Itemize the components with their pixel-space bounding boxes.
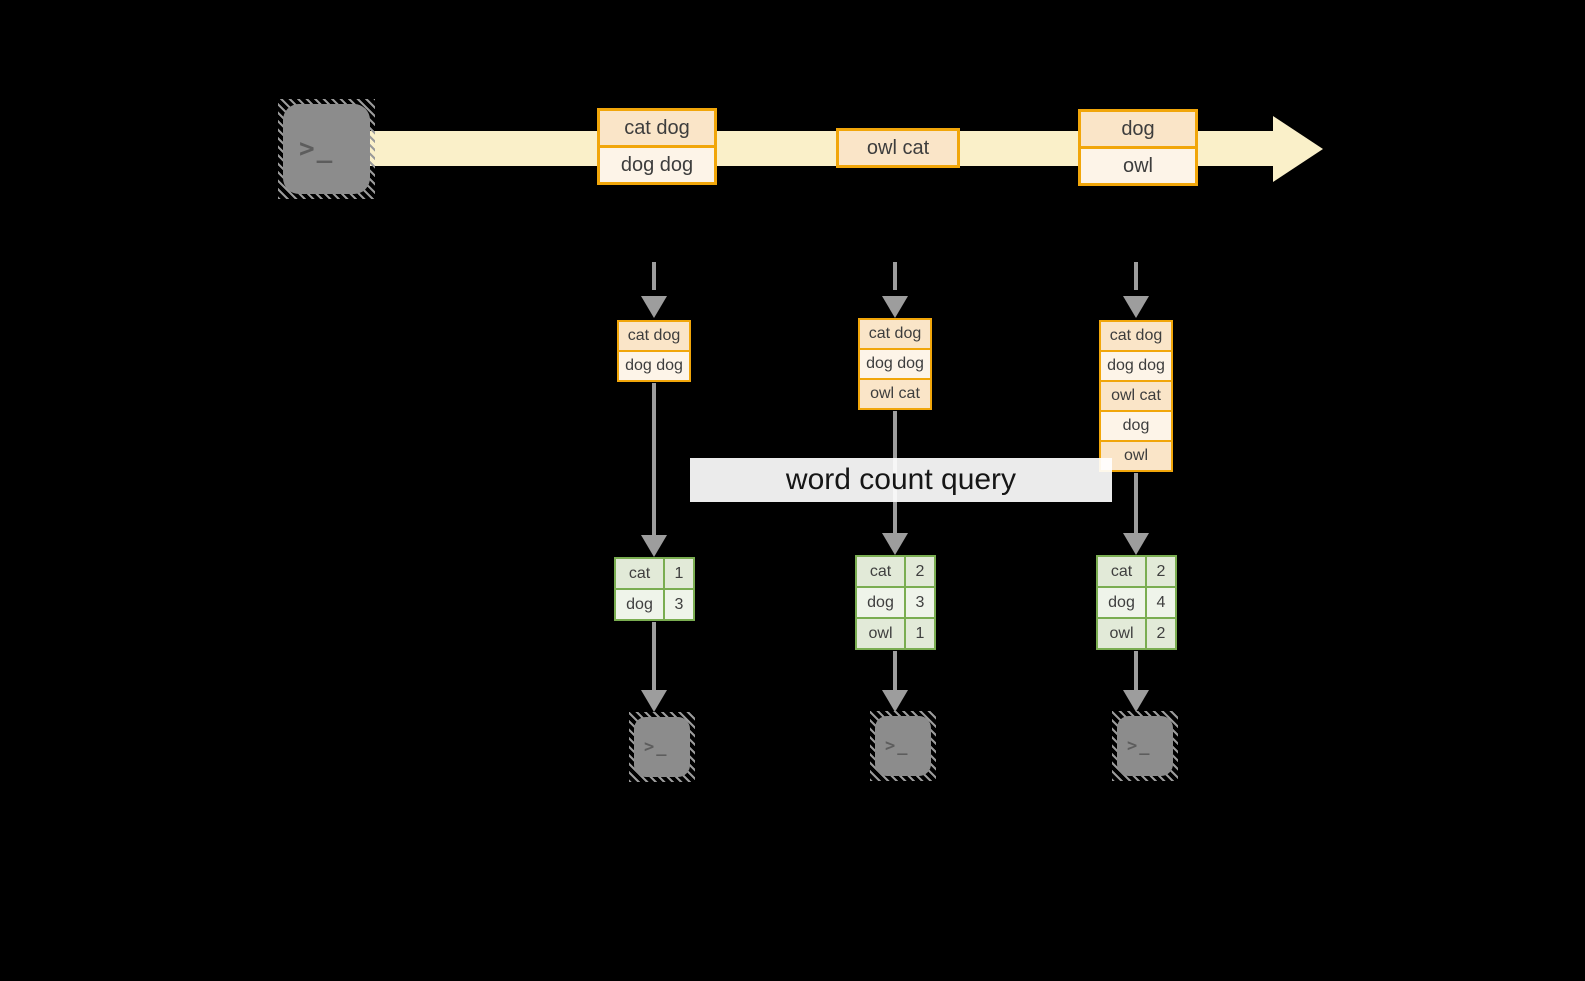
event-record: owl cat: [839, 131, 957, 165]
query-label-text: word count query: [785, 463, 1017, 496]
count-word: dog: [1098, 588, 1147, 617]
query-arrow-line: [1134, 473, 1138, 533]
state-record: cat dog: [860, 320, 930, 348]
sink-terminal-icon-3: >_: [1112, 711, 1178, 781]
terminal-prompt-glyph: >_: [1127, 736, 1152, 756]
state-record: cat dog: [619, 322, 689, 350]
count-row: dog 3: [857, 586, 934, 617]
state-record: owl cat: [860, 378, 930, 408]
query-arrow-head-icon: [641, 535, 667, 557]
terminal-icon: >_: [1117, 716, 1173, 776]
count-table-3: cat 2 dog 4 owl 2: [1096, 555, 1177, 650]
sink-terminal-icon-2: >_: [870, 711, 936, 781]
event-record: dog dog: [600, 145, 714, 182]
count-row: cat 1: [616, 559, 693, 588]
stream-event-batch-3: dog owl: [1078, 109, 1198, 186]
count-row: dog 3: [616, 588, 693, 619]
count-value: 2: [906, 557, 934, 586]
terminal-prompt-glyph: >_: [644, 737, 669, 757]
count-row: cat 2: [857, 557, 934, 586]
stream-event-batch-1: cat dog dog dog: [597, 108, 717, 185]
terminal-prompt-glyph: >_: [299, 134, 335, 164]
count-word: cat: [1098, 557, 1147, 586]
state-record: owl: [1101, 440, 1171, 470]
output-arrow-head-icon: [641, 690, 667, 712]
count-value: 4: [1147, 588, 1175, 617]
event-record: owl: [1081, 146, 1195, 183]
count-row: owl 2: [1098, 617, 1175, 648]
output-arrow-line: [893, 651, 897, 690]
state-record: dog dog: [619, 350, 689, 380]
count-value: 3: [665, 590, 693, 619]
dashed-arrow-line: [893, 262, 897, 290]
count-word: owl: [857, 619, 906, 648]
count-value: 2: [1147, 557, 1175, 586]
dashed-arrow-line: [652, 262, 656, 290]
dashed-arrow-head-icon: [882, 296, 908, 318]
state-stack-3: cat dog dog dog owl cat dog owl: [1099, 320, 1173, 472]
terminal-prompt-glyph: >_: [885, 736, 910, 756]
count-table-1: cat 1 dog 3: [614, 557, 695, 621]
count-value: 2: [1147, 619, 1175, 648]
query-arrow-line: [652, 383, 656, 535]
state-record: owl cat: [1101, 380, 1171, 410]
output-arrow-line: [1134, 651, 1138, 690]
count-value: 1: [906, 619, 934, 648]
dashed-arrow-head-icon: [641, 296, 667, 318]
source-terminal-icon: >_: [278, 99, 375, 199]
query-arrow-head-icon: [1123, 533, 1149, 555]
state-stack-1: cat dog dog dog: [617, 320, 691, 382]
event-record: cat dog: [600, 111, 714, 145]
state-stack-2: cat dog dog dog owl cat: [858, 318, 932, 410]
count-word: dog: [857, 588, 906, 617]
output-arrow-head-icon: [1123, 690, 1149, 712]
state-record: dog: [1101, 410, 1171, 440]
count-row: cat 2: [1098, 557, 1175, 586]
count-word: owl: [1098, 619, 1147, 648]
count-value: 1: [665, 559, 693, 588]
query-arrow-head-icon: [882, 533, 908, 555]
output-arrow-head-icon: [882, 690, 908, 712]
count-value: 3: [906, 588, 934, 617]
state-record: dog dog: [1101, 350, 1171, 380]
sink-terminal-icon-1: >_: [629, 712, 695, 782]
terminal-icon: >_: [634, 717, 690, 777]
count-row: owl 1: [857, 617, 934, 648]
count-word: dog: [616, 590, 665, 619]
count-word: cat: [616, 559, 665, 588]
count-row: dog 4: [1098, 586, 1175, 617]
state-record: dog dog: [860, 348, 930, 378]
terminal-icon: >_: [283, 104, 370, 194]
stream-event-batch-2: owl cat: [836, 128, 960, 168]
count-table-2: cat 2 dog 3 owl 1: [855, 555, 936, 650]
terminal-icon: >_: [875, 716, 931, 776]
output-arrow-line: [652, 622, 656, 690]
event-stream-arrowhead-icon: [1273, 116, 1323, 182]
dashed-arrow-head-icon: [1123, 296, 1149, 318]
count-word: cat: [857, 557, 906, 586]
query-label: word count query: [690, 458, 1112, 502]
dashed-arrow-line: [1134, 262, 1138, 290]
event-record: dog: [1081, 112, 1195, 146]
state-record: cat dog: [1101, 322, 1171, 350]
